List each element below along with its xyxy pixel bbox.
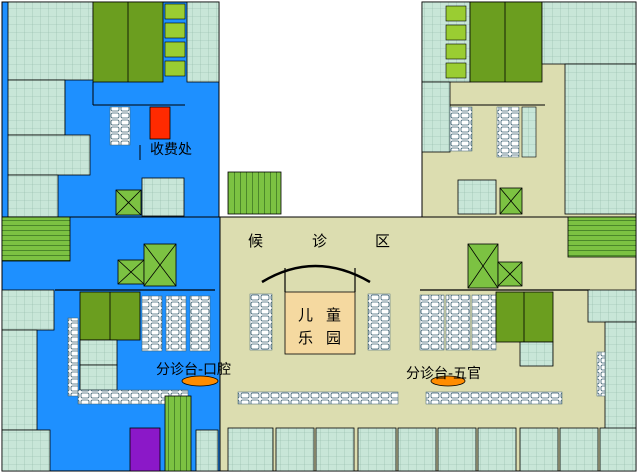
playground-char-2: 童	[326, 306, 341, 324]
lift-shafts-right	[445, 5, 467, 79]
elevator-x-icon	[499, 187, 523, 215]
stair-icon	[1, 216, 71, 262]
cashier-desk	[149, 106, 171, 140]
cashier-label: 收费处	[150, 142, 192, 158]
playground-char-3: 乐	[298, 329, 313, 347]
blue-zone-middle	[1, 216, 221, 472]
stair-icon	[567, 216, 637, 258]
triage-desk-icon	[181, 375, 219, 387]
beige-zone-top	[421, 1, 637, 218]
stair-icon	[164, 395, 192, 472]
playground-char-1: 儿	[298, 306, 313, 324]
triage-dental-label: 分诊台-口腔	[156, 362, 231, 378]
lift-shafts	[164, 3, 186, 77]
triage-ent-label: 分诊台-五官	[406, 366, 481, 382]
playground-char-4: 园	[326, 329, 341, 347]
elevator-x-icon	[467, 243, 523, 289]
stair-icon	[227, 171, 282, 215]
blue-zone-top	[1, 1, 220, 218]
waiting-area-char-1: 候	[248, 232, 263, 250]
elevator-x-icon	[117, 243, 177, 287]
elevator-x-icon	[115, 189, 142, 216]
seat-row-icon	[109, 106, 131, 146]
triage-desk-icon	[430, 375, 466, 387]
playground	[284, 291, 356, 355]
bottom-rooms	[227, 427, 637, 472]
waiting-area-char-3: 区	[375, 232, 390, 250]
waiting-area-char-2: 诊	[312, 232, 327, 250]
beige-zone-middle	[219, 216, 637, 472]
